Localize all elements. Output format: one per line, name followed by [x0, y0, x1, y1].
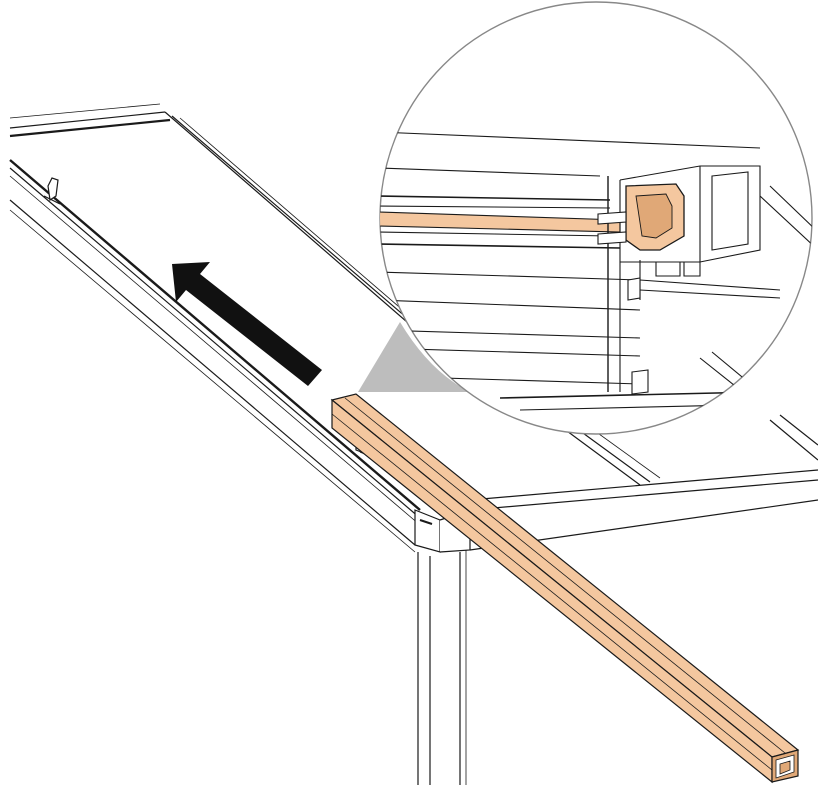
roof-structure: [9, 103, 818, 785]
highlighted-profile-beam: [330, 393, 800, 784]
callout-pointer: [358, 322, 470, 392]
direction-arrow-icon: [172, 262, 322, 386]
magnifier-callout: [379, 1, 813, 435]
